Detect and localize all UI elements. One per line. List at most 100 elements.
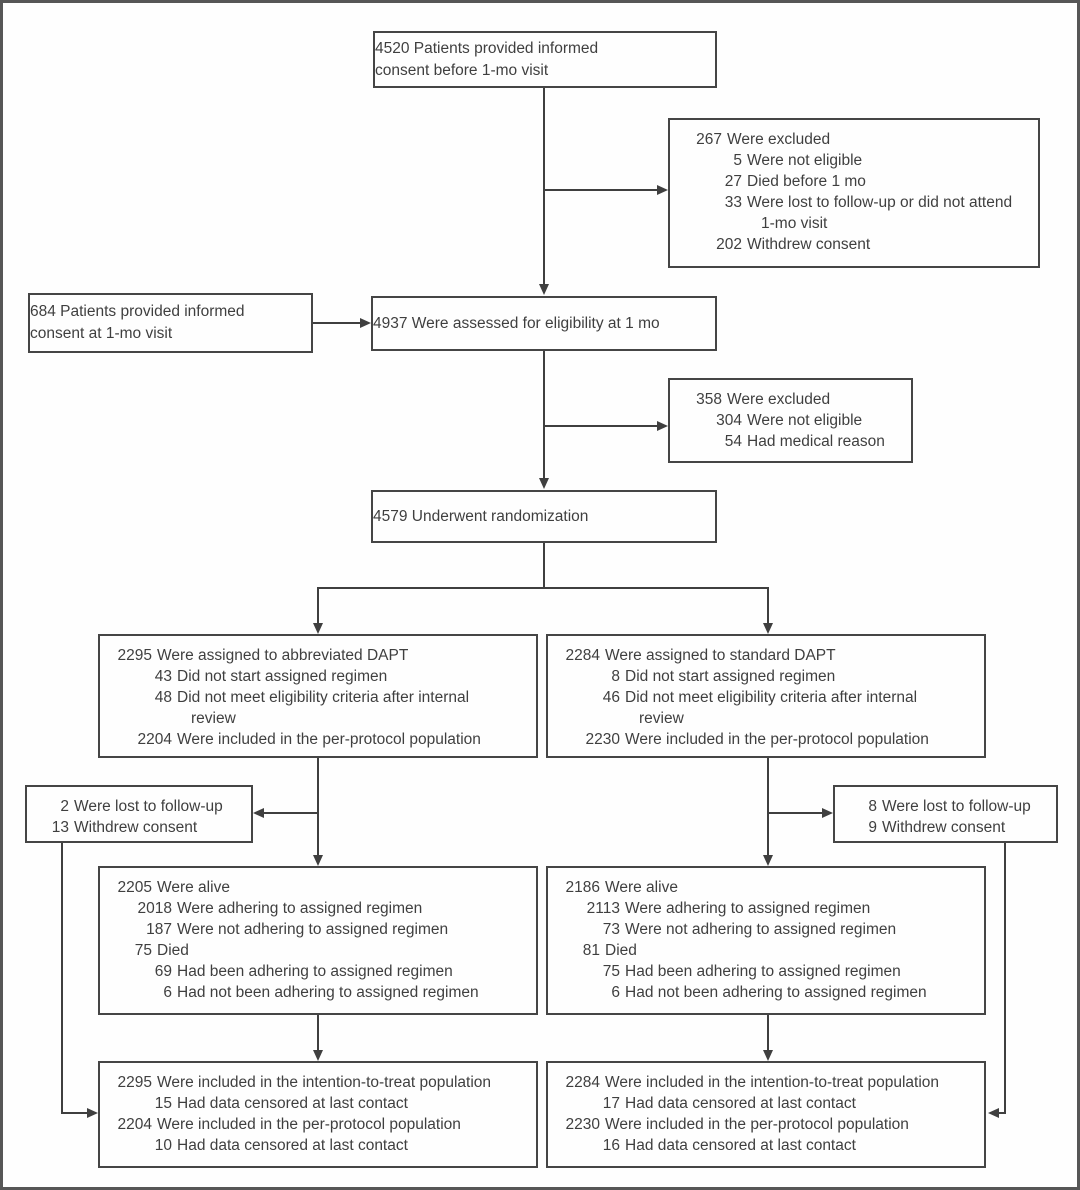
flow-label: Were adhering to assigned regimen — [625, 900, 871, 917]
flow-label: Were assigned to abbreviated DAPT — [157, 647, 409, 664]
flow-line: 10 Had data censored at last contact — [112, 1135, 536, 1156]
flow-line: 4937 Were assessed for eligibility at 1 … — [373, 314, 660, 332]
flow-count: 202 — [716, 236, 742, 253]
flow-line: 69 Had been adhering to assigned regimen — [112, 961, 536, 982]
flow-label: Did not start assigned regimen — [625, 668, 836, 685]
flow-count: 43 — [154, 668, 172, 685]
flow-count: 10 — [154, 1137, 172, 1154]
flow-label: Withdrew consent — [882, 819, 1006, 836]
flow-line: 304 Were not eligible — [682, 410, 911, 431]
flow-line: 33 Were lost to follow-up or did not atte… — [682, 192, 1038, 213]
flow-line: 2284 Were included in the intention-to-tr… — [560, 1072, 984, 1093]
arrowhead-into-randomized — [539, 478, 549, 489]
flow-count: 267 — [696, 131, 722, 148]
flow-count: 304 — [716, 412, 742, 429]
flow-count: 15 — [154, 1095, 172, 1112]
flow-label: Were alive — [157, 879, 230, 896]
flow-count — [682, 213, 742, 234]
flow-count: 81 — [582, 942, 600, 959]
flow-label: Were not eligible — [747, 152, 863, 169]
flow-line: consent before 1-mo visit — [375, 61, 549, 79]
connector-split-left — [317, 587, 319, 623]
flow-label: Were not eligible — [747, 412, 863, 429]
arrowhead-lost-right-into-itt — [988, 1108, 999, 1118]
flow-count: 73 — [602, 921, 620, 938]
flow-label: 1-mo visit — [761, 215, 828, 232]
flow-line: 75 Died — [112, 940, 536, 961]
arrowhead-into-itt-right — [763, 1050, 773, 1061]
connector-consent-to-assessed — [543, 88, 545, 284]
box-underwent-randomization: 4579 Underwent randomization — [371, 490, 717, 543]
flow-count: 33 — [724, 194, 742, 211]
flow-label: Had data censored at last contact — [177, 1137, 408, 1154]
flow-line: 46 Did not meet eligibility criteria afte… — [560, 687, 984, 708]
flow-count: 46 — [602, 689, 620, 706]
flow-count: 6 — [611, 984, 620, 1001]
arrowhead-into-assessed — [539, 284, 549, 295]
arrowhead-into-lost-left — [253, 808, 264, 818]
flow-label: Were included in the per-protocol popula… — [625, 731, 929, 748]
connector-lost-left-to-itt — [61, 1112, 88, 1114]
connector-alive-to-itt-left — [317, 1015, 319, 1050]
flow-count: 13 — [51, 819, 69, 836]
flow-label: review — [639, 710, 684, 727]
flow-label: Were alive — [605, 879, 678, 896]
flow-count: 2284 — [565, 1074, 600, 1091]
arrowhead-into-excluded-1mo — [657, 421, 668, 431]
flow-count: 2186 — [565, 879, 600, 896]
flow-label: Were excluded — [727, 391, 831, 408]
flow-count: 2 — [60, 798, 69, 815]
connector-to-excluded-before — [544, 189, 657, 191]
flow-count: 54 — [724, 433, 742, 450]
flow-count: 2230 — [585, 731, 620, 748]
arrowhead-into-assigned-standard — [763, 623, 773, 634]
arrowhead-into-itt-left — [313, 1050, 323, 1061]
flow-count: 75 — [134, 942, 152, 959]
arrowhead-into-alive-right — [763, 855, 773, 866]
flow-line: review — [112, 708, 536, 729]
flow-label: Had been adhering to assigned regimen — [177, 963, 453, 980]
flow-count: 75 — [602, 963, 620, 980]
connector-assigned-to-alive-right — [767, 758, 769, 855]
flow-label: Were included in the per-protocol popula… — [605, 1116, 909, 1133]
flow-label: Were lost to follow-up — [882, 798, 1031, 815]
arrowhead-into-alive-left — [313, 855, 323, 866]
arrowhead-into-excluded-before — [657, 185, 668, 195]
arrowhead-lost-left-into-itt — [87, 1108, 98, 1118]
flow-line: review — [560, 708, 984, 729]
flow-label: Had not been adhering to assigned regime… — [177, 984, 479, 1001]
box-itt-population-standard: 2284 Were included in the intention-to-tr… — [546, 1061, 986, 1168]
flow-label: Were included in the intention-to-treat … — [605, 1074, 940, 1091]
flow-label: Did not start assigned regimen — [177, 668, 388, 685]
flow-label: Died — [605, 942, 637, 959]
flow-label: Were included in the per-protocol popula… — [177, 731, 481, 748]
flow-label: Died — [157, 942, 189, 959]
flow-count: 69 — [154, 963, 172, 980]
flow-count: 9 — [868, 819, 877, 836]
flow-label: Did not meet eligibility criteria after … — [625, 689, 918, 706]
arrowhead-into-assigned-abbrev — [313, 623, 323, 634]
flow-label: Were assigned to standard DAPT — [605, 647, 836, 664]
flow-line: 81 Died — [560, 940, 984, 961]
flow-label: Were lost to follow-up or did not attend — [747, 194, 1013, 211]
connector-assessed-to-randomized — [543, 351, 545, 478]
flow-label: Were included in the intention-to-treat … — [157, 1074, 492, 1091]
